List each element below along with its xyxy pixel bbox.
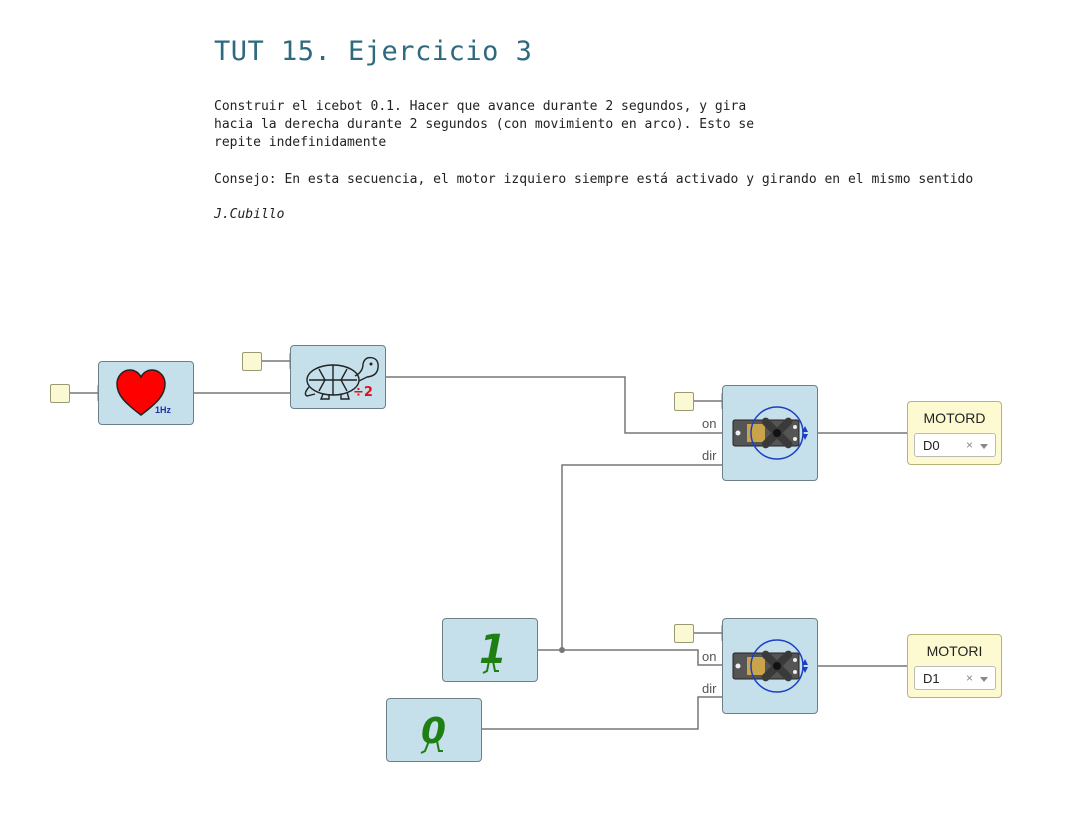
constant-zero-value: 0: [421, 711, 446, 752]
divider-input-port[interactable]: [242, 352, 262, 371]
motori-input-port[interactable]: [674, 624, 694, 643]
heart-input-port[interactable]: [50, 384, 70, 403]
wire-one-to-motori-on: [537, 649, 722, 666]
wire-one-to-motord-dir: [561, 464, 722, 650]
motord-pin-value: D0: [923, 438, 940, 453]
description-tip: Consejo: En esta secuencia, el motor izq…: [214, 172, 974, 187]
heart-clock-block[interactable]: 1Hz: [98, 361, 194, 425]
motord-pin-select[interactable]: D0 ×: [914, 433, 996, 457]
constant-one-value: 1: [479, 627, 507, 673]
motori-on-label: on: [702, 649, 717, 664]
walking-one-icon: 1: [479, 627, 507, 674]
author-name: J.Cubillo: [214, 207, 285, 222]
turtle-icon: ÷2: [304, 356, 379, 400]
motori-clear-icon[interactable]: ×: [965, 671, 973, 685]
page-title: TUT 15. Ejercicio 3: [214, 36, 533, 67]
motori-pin-value: D1: [923, 671, 940, 686]
description-paragraph: Construir el icebot 0.1. Hacer que avanc…: [214, 99, 755, 150]
motori-output-label: MOTORI: [926, 643, 983, 659]
divider-label: ÷2: [353, 385, 373, 400]
wire-zero-to-motori-dir: [481, 696, 722, 730]
wire-divider-to-motord-on: [385, 376, 722, 434]
motori-output-block[interactable]: MOTORI D1 ×: [907, 634, 1002, 698]
motord-input-port[interactable]: [674, 392, 694, 411]
chevron-down-icon[interactable]: [980, 444, 988, 449]
walking-zero-icon: 0: [420, 711, 446, 754]
constant-one-block[interactable]: 1: [442, 618, 538, 682]
motord-on-label: on: [702, 416, 717, 431]
motord-clear-icon[interactable]: ×: [965, 438, 973, 452]
motori-pin-select[interactable]: D1 ×: [914, 666, 996, 690]
chevron-down-icon[interactable]: [980, 677, 988, 682]
constant-zero-block[interactable]: 0: [386, 698, 482, 762]
motord-servo-block[interactable]: on dir: [702, 385, 818, 481]
servo-motor-icon: [732, 406, 808, 460]
motord-output-label: MOTORD: [923, 410, 986, 426]
motori-dir-label: dir: [702, 681, 717, 696]
motori-servo-block[interactable]: on dir: [702, 618, 818, 714]
wire-junction: [559, 647, 565, 653]
servo-motor-icon: [732, 639, 808, 693]
heart-frequency-label: 1Hz: [155, 405, 172, 415]
heart-icon: 1Hz: [116, 369, 172, 416]
motord-output-block[interactable]: MOTORD D0 ×: [907, 401, 1002, 465]
turtle-divider-block[interactable]: ÷2: [290, 345, 386, 409]
motord-dir-label: dir: [702, 448, 717, 463]
